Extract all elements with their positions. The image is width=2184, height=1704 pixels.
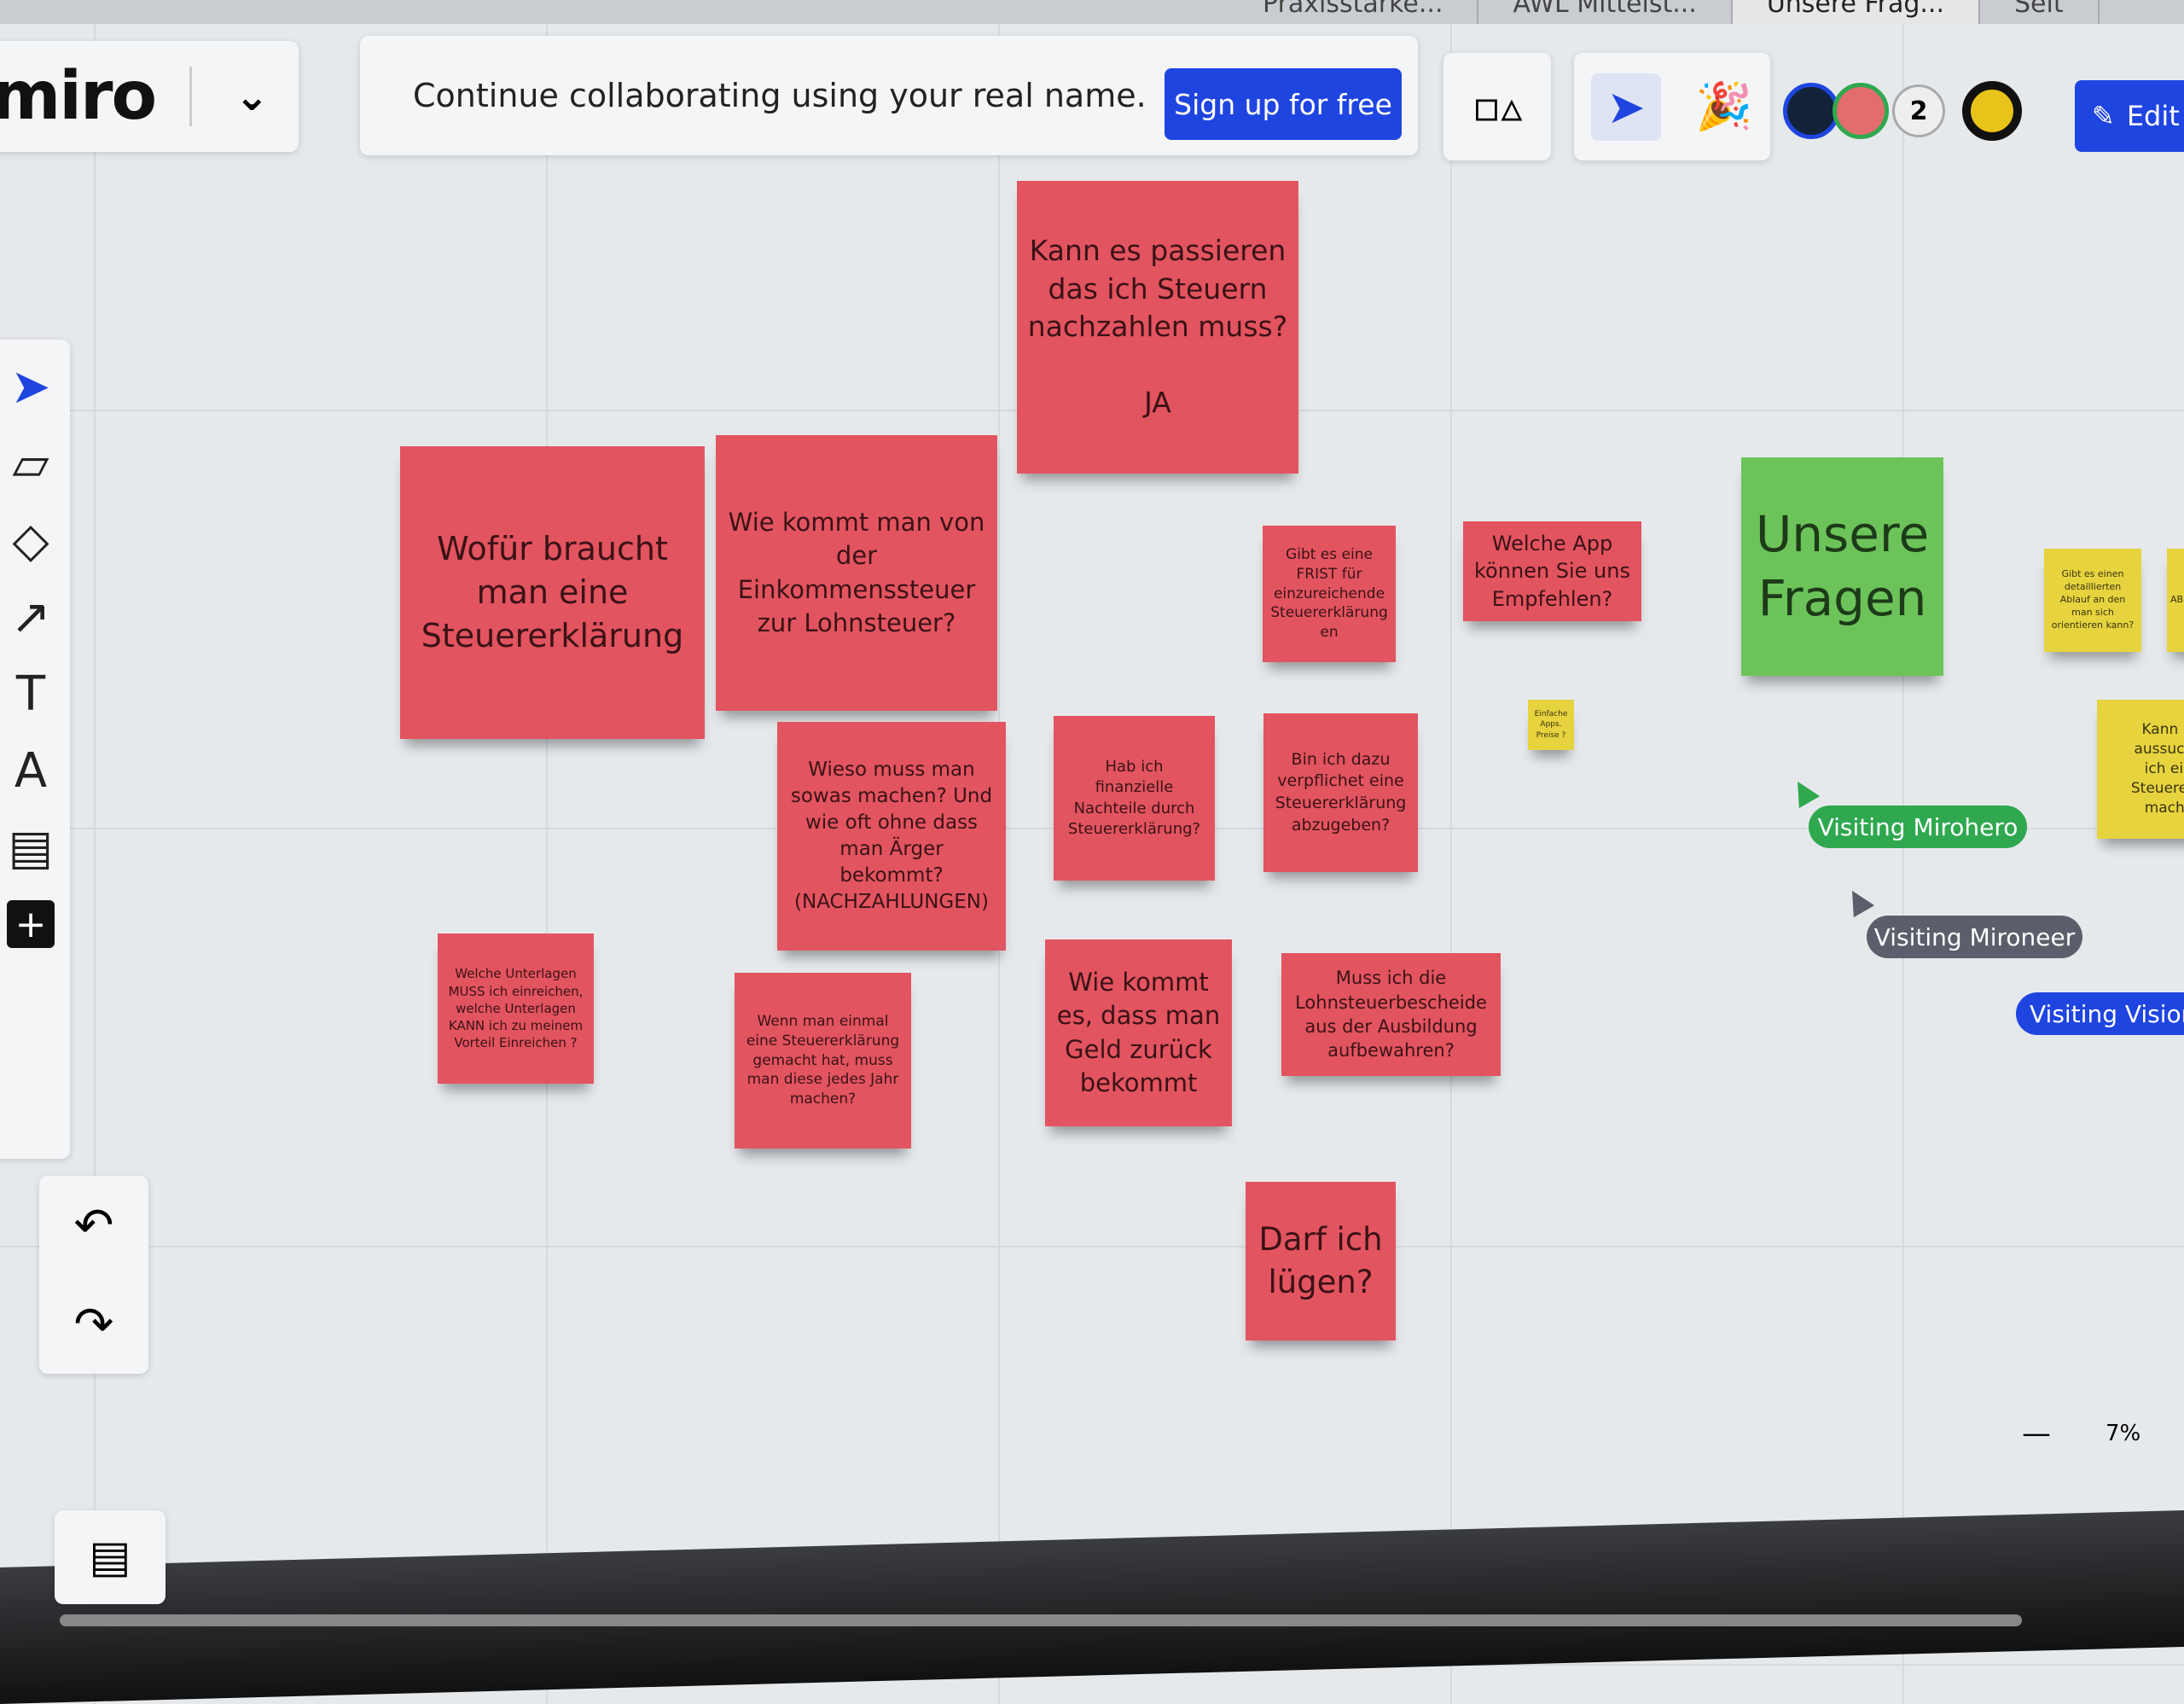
pen-icon[interactable]: A [14, 742, 48, 799]
arrow-line-icon[interactable]: ↗ [10, 589, 51, 645]
logo-panel: miro ⌄ [0, 41, 299, 152]
sticky-note[interactable]: Bin ich dazu verpflichet eine Steuererkl… [1263, 713, 1418, 872]
confetti-icon[interactable]: 🎉 [1695, 79, 1753, 133]
signup-button[interactable]: Sign up for free [1165, 68, 1402, 140]
user-avatar[interactable] [1962, 81, 2022, 141]
collaborators: 2 [1783, 81, 2022, 141]
sticky-note[interactable]: Wofür braucht man eine Steuererklärung [400, 446, 705, 739]
cursor-arrow-icon [1786, 775, 1821, 809]
browser-tabs: Praxisstärke... AWL Mittelst... Unsere F… [0, 0, 2184, 24]
browser-tab[interactable]: Seit [1980, 0, 2100, 24]
zoom-out-button[interactable]: — [2022, 1416, 2051, 1451]
browser-tab[interactable]: AWL Mittelst... [1478, 0, 1733, 24]
sticky-note[interactable]: Wenn man einmal eine Steuererklärung gem… [735, 973, 911, 1149]
browser-tab-active[interactable]: Unsere Frag... [1732, 0, 1980, 24]
sticky-note[interactable]: Kann es passieren das ich Steuern nachza… [1017, 181, 1298, 474]
sticky-note[interactable]: Welche App können Sie uns Empfehlen? [1463, 521, 1641, 621]
sticky-note[interactable]: Wie kommt es, dass man Geld zurück bekom… [1045, 939, 1232, 1126]
undo-icon[interactable]: ↶ [73, 1197, 114, 1253]
screen-bezel [0, 1510, 2184, 1704]
comment-icon[interactable]: ▤ [8, 819, 54, 875]
sticky-note[interactable]: AB ST [2167, 549, 2184, 652]
left-toolbar: ➤ ▱ ◇ ↗ T A ▤ + [0, 340, 70, 1159]
banner-text: Continue collaborating using your real n… [413, 77, 1147, 114]
add-icon[interactable]: + [0, 886, 65, 962]
history-panel: ↶ ↷ [39, 1176, 148, 1374]
avatar[interactable] [1783, 83, 1839, 139]
cursor-label: Visiting Mironeer [1867, 916, 2082, 958]
reactions-panel: ➤ 🎉 [1574, 53, 1770, 160]
cursor-arrow-icon [1841, 884, 1875, 918]
horizontal-scrollbar[interactable] [60, 1614, 2022, 1626]
edit-label: Edit [2126, 100, 2180, 132]
sticky-note[interactable]: Wieso muss man sowas machen? Und wie oft… [777, 722, 1006, 951]
sticky-note[interactable]: Kann ich aussuchen ich eine Steuererklä … [2097, 700, 2184, 839]
sticky-note[interactable]: Wie kommt man von der Einkommenssteuer z… [716, 435, 997, 711]
shapes-icon[interactable]: ▫▵ [1443, 53, 1551, 160]
sticky-note-icon[interactable]: ▱ [12, 435, 49, 491]
chat-icon[interactable]: ▤ [55, 1510, 166, 1604]
section-title-sticky[interactable]: Unsere Fragen [1741, 457, 1943, 676]
zoom-level[interactable]: 7% [2106, 1421, 2141, 1446]
zoom-control: — 7% [1996, 1391, 2184, 1476]
sticky-note[interactable]: Darf ich lügen? [1246, 1182, 1396, 1341]
select-tool-icon[interactable]: ➤ [10, 358, 51, 415]
sticky-note[interactable]: Welche Unterlagen MUSS ich einreichen, w… [438, 933, 594, 1084]
browser-tab[interactable]: Praxisstärke... [1228, 0, 1479, 24]
cursor-label: Visiting Vision [2016, 992, 2184, 1035]
cursor-icon[interactable]: ➤ [1591, 73, 1661, 141]
miro-logo: miro [0, 58, 157, 135]
collaborator-count[interactable]: 2 [1892, 84, 1945, 137]
sticky-note[interactable]: Hab ich finanzielle Nachteile durch Steu… [1054, 716, 1215, 881]
avatar[interactable] [1833, 83, 1889, 139]
shapes-tool-icon[interactable]: ◇ [12, 512, 49, 568]
sticky-note[interactable]: Muss ich die Lohnsteuerbescheide aus der… [1281, 953, 1501, 1076]
sticky-note[interactable]: Gibt es eine FRIST für einzureichende St… [1263, 526, 1396, 662]
cursor-label: Visiting Mirohero [1809, 805, 2027, 848]
redo-icon[interactable]: ↷ [73, 1296, 114, 1352]
pencil-icon: ✎ [2092, 100, 2115, 132]
sticky-note[interactable]: Gibt es einen detaillierten Ablauf an de… [2044, 549, 2141, 652]
text-tool-icon[interactable]: T [15, 666, 46, 722]
sticky-note[interactable]: Einfache Apps. Preise ? [1528, 700, 1574, 750]
chevron-down-icon[interactable]: ⌄ [235, 73, 270, 120]
edit-button[interactable]: ✎ Edit [2075, 80, 2184, 152]
